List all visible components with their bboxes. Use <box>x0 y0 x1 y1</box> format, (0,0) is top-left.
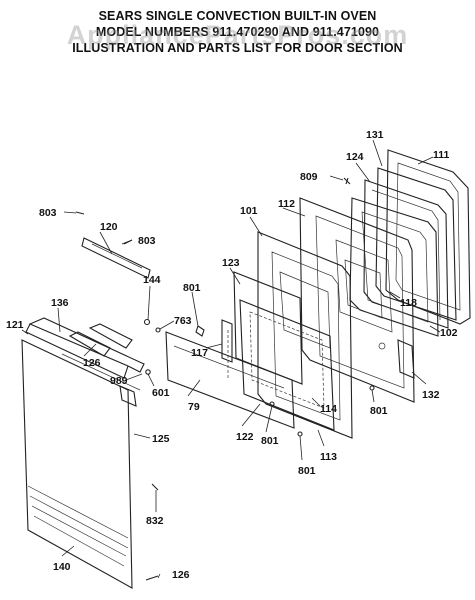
part-132-hinge-clip <box>397 339 415 379</box>
part-124-window-glass <box>363 179 449 329</box>
callout-117: 117 <box>191 347 208 359</box>
diagram-header: SEARS SINGLE CONVECTION BUILT-IN OVEN MO… <box>0 8 475 56</box>
callout-118: 118 <box>400 297 417 309</box>
callout-803-right: 803 <box>138 235 156 247</box>
callout-801-lower-left: 801 <box>261 435 279 447</box>
part-123-insulation <box>233 271 303 385</box>
callout-124: 124 <box>346 151 364 163</box>
callout-112: 112 <box>278 198 295 210</box>
part-111-outer-door-panel <box>385 149 471 325</box>
part-140-outer-door-front <box>21 339 133 589</box>
callout-136: 136 <box>51 297 69 309</box>
callout-labels: 809 131 111 124 112 101 803 120 803 123 … <box>6 129 458 581</box>
part-122-handle-panel <box>165 331 295 429</box>
callout-111: 111 <box>433 149 450 161</box>
callout-120: 120 <box>100 221 118 233</box>
header-title-line-1: SEARS SINGLE CONVECTION BUILT-IN OVEN <box>98 9 377 23</box>
callout-102: 102 <box>440 327 458 339</box>
callout-809: 809 <box>300 171 318 183</box>
part-120-top-trim <box>81 237 151 279</box>
part-117-bracket <box>221 319 233 380</box>
callout-144: 144 <box>143 274 161 286</box>
callout-601: 601 <box>152 387 170 399</box>
callout-801-lower: 801 <box>298 465 316 477</box>
callout-122: 122 <box>236 431 254 443</box>
callout-123: 123 <box>222 257 240 269</box>
callout-114: 114 <box>320 403 337 415</box>
callout-125: 125 <box>152 433 170 445</box>
callout-140: 140 <box>53 561 71 573</box>
part-114-window-pane <box>249 311 325 409</box>
callout-803-top-left: 803 <box>39 207 57 219</box>
part-136-door-top-cap <box>25 317 145 407</box>
callout-113: 113 <box>320 451 337 463</box>
callout-126-bottom: 126 <box>172 569 190 581</box>
callout-79: 79 <box>188 401 200 413</box>
callout-126-middle: 126 <box>83 357 101 369</box>
callout-763: 763 <box>174 315 192 327</box>
part-131-gasket <box>375 167 457 321</box>
callout-132: 132 <box>422 389 440 401</box>
callout-801-upper: 801 <box>183 282 201 294</box>
header-title-line-2: MODEL NUMBERS 911.470290 AND 911.471090 <box>95 25 380 39</box>
callout-121: 121 <box>6 319 24 331</box>
part-113-inner-liner <box>239 299 335 431</box>
callout-101: 101 <box>240 205 258 217</box>
header-title-line-3: ILLUSTRATION AND PARTS LIST FOR DOOR SEC… <box>72 41 403 55</box>
callout-leader-lines <box>21 139 441 579</box>
callout-989: 989 <box>110 375 128 387</box>
callout-832: 832 <box>146 515 164 527</box>
callout-801-right: 801 <box>370 405 388 417</box>
callout-131: 131 <box>366 129 384 141</box>
part-112-door-liner <box>299 197 415 403</box>
